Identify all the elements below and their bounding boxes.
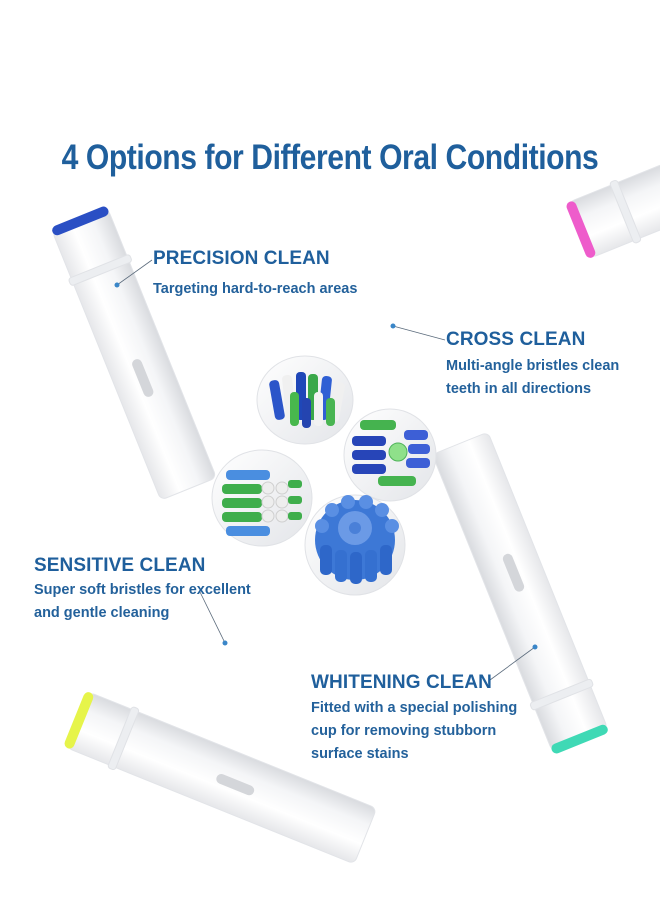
- precision-color-ring: [52, 206, 109, 236]
- callout-leaders: [114, 259, 538, 681]
- callout-heading: PRECISION CLEAN: [153, 248, 330, 269]
- callout-heading: CROSS CLEAN: [446, 329, 586, 350]
- cross-clean-bristles: [269, 372, 345, 428]
- callout-description-line: and gentle cleaning: [34, 605, 170, 621]
- callout-description-line: Super soft bristles for excellent: [34, 582, 251, 598]
- callout-description-line: Multi-angle bristles clean: [446, 358, 620, 374]
- cross-brush-handle: [566, 83, 660, 258]
- callout-description-line: Targeting hard-to-reach areas: [153, 281, 358, 297]
- page-title: 4 Options for Different Oral Conditions: [61, 138, 599, 177]
- whitening-clean-bristles: [352, 420, 430, 486]
- callout-heading: SENSITIVE CLEAN: [34, 555, 206, 576]
- sensitive-clean-bristles: [315, 495, 399, 584]
- cross-color-ring: [566, 201, 596, 258]
- whitening-brush-handle: [433, 433, 608, 754]
- sensitive-brush-handle: [64, 692, 376, 863]
- callout-sensitive-clean: SENSITIVE CLEAN Super soft bristles for …: [34, 555, 251, 625]
- callout-description-line: cup for removing stubborn: [311, 723, 497, 739]
- precision-clean-bristles: [222, 470, 302, 536]
- precision-brush-handle: [52, 206, 216, 499]
- whitening-color-ring: [551, 724, 608, 754]
- sensitive-color-ring: [64, 692, 94, 749]
- callout-whitening-clean: WHITENING CLEAN Fitted with a special po…: [311, 672, 517, 766]
- callout-description-line: Fitted with a special polishing: [311, 700, 518, 716]
- callout-cross-clean: CROSS CLEAN Multi-angle bristles clean t…: [446, 329, 619, 401]
- callout-description-line: teeth in all directions: [446, 381, 592, 397]
- callout-heading: WHITENING CLEAN: [311, 672, 492, 693]
- callout-description-line: surface stains: [311, 746, 409, 762]
- callout-precision-clean: PRECISION CLEAN Targeting hard-to-reach …: [153, 248, 357, 301]
